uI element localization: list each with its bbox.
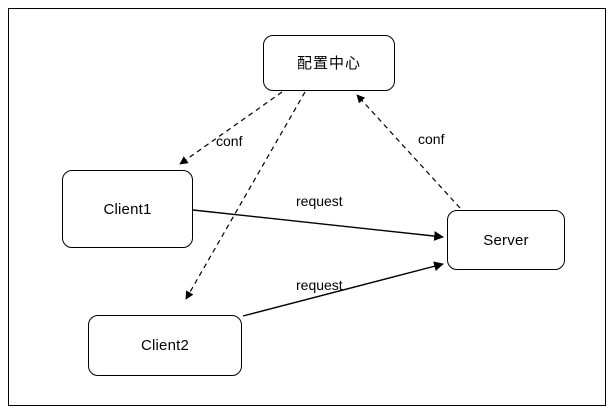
node-config-center-label: 配置中心	[296, 54, 361, 72]
edge-server-to-config	[356, 94, 461, 209]
node-client1[interactable]: Client1	[62, 170, 193, 248]
edge-client2-to-server	[242, 261, 444, 317]
node-client1-label: Client1	[103, 200, 152, 218]
node-server-label: Server	[483, 231, 529, 249]
edge-label-conf-left: conf	[216, 133, 243, 149]
edge-conf-to-client2	[185, 91, 306, 300]
edge-conf-to-client1	[179, 91, 283, 165]
node-server[interactable]: Server	[447, 210, 565, 270]
edge-label-conf-right: conf	[418, 131, 445, 147]
edge-label-request-client2: request	[296, 277, 343, 293]
node-client2[interactable]: Client2	[88, 315, 242, 376]
node-client2-label: Client2	[140, 337, 190, 354]
edge-client1-to-server	[192, 209, 444, 241]
node-config-center[interactable]: 配置中心	[263, 35, 395, 91]
edge-label-request-client1: request	[296, 193, 343, 209]
